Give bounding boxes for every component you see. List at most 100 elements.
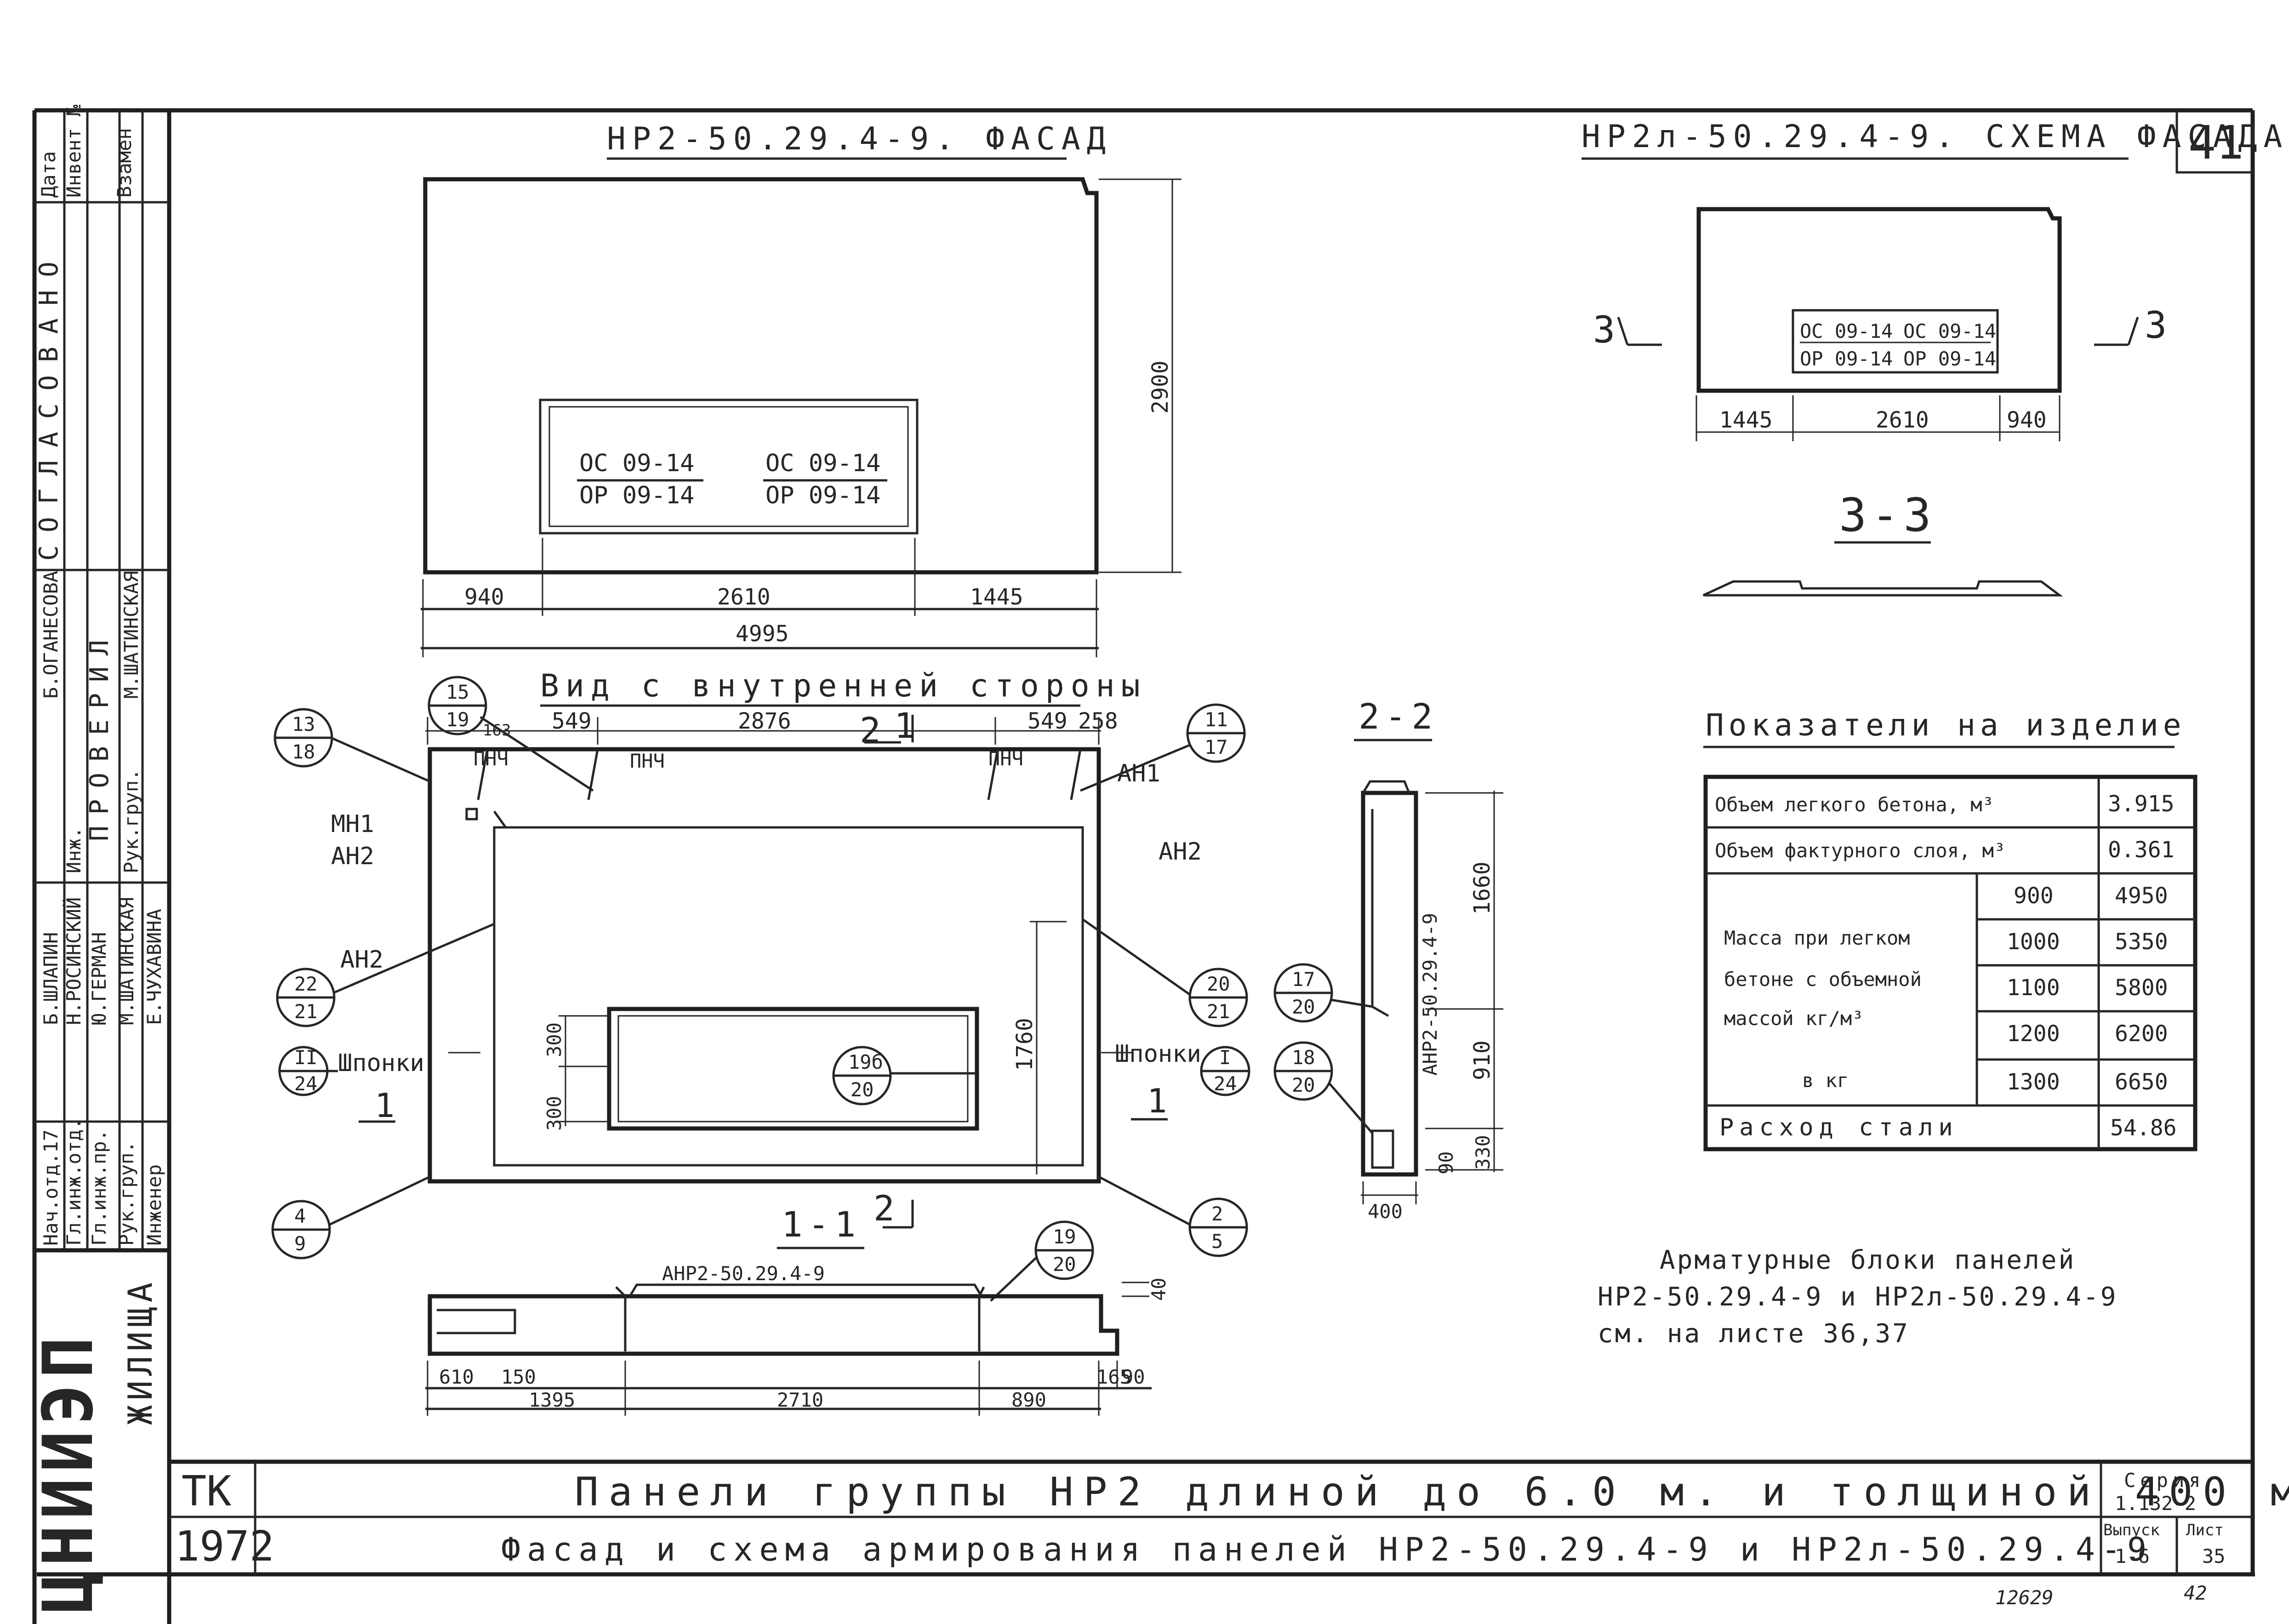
inner-view-title: Вид с внутренней стороны [540, 668, 1147, 704]
section-11-dim-lines [425, 1361, 1152, 1416]
page-number: 41 [2188, 116, 2243, 170]
scheme-dim-3: 940 [2007, 407, 2047, 433]
indicators-facing-value: 0.361 [2108, 837, 2175, 863]
callout-15-19 [428, 676, 594, 792]
section-11-block: АНР2-50.29.4-9 [662, 1262, 825, 1285]
indicators-mass-1: 4950 [2115, 883, 2168, 909]
callout-19b-20 [832, 1046, 977, 1105]
section-11-callout [990, 1220, 1094, 1302]
callout-2-5 [1098, 1175, 1248, 1257]
inner-dim-1: 549 [552, 708, 592, 734]
callout-2-5-bottom: 5 [1211, 1230, 1223, 1253]
callout-11-17-top: 11 [1204, 708, 1228, 731]
indicators-density-3: 1100 [2007, 975, 2060, 1001]
scheme-window-4: ОР 09-14 [1903, 348, 1996, 370]
strip-role-5: Инженер [143, 1164, 166, 1246]
indicators-density-4: 1200 [2007, 1021, 2060, 1047]
strip-agreed: СОГЛАСОВАНО [34, 249, 64, 561]
callout-22-21 [276, 923, 495, 1027]
indicators-mass-5: 6650 [2115, 1069, 2168, 1095]
section-11-dim-1395: 1395 [529, 1389, 575, 1411]
inner-dim-3: 549 [1027, 708, 1067, 734]
inner-label-an2-b: АН2 [1159, 838, 1202, 866]
callout-22-21-bottom: 21 [294, 1000, 318, 1023]
section-11-callout-bottom: 20 [1053, 1253, 1076, 1276]
section-22-block: АНР2-50.29.4-9 [1419, 913, 1441, 1076]
indicators-mass-label-4: в кг [1802, 1069, 1849, 1092]
inner-window-dim-1: 300 [543, 1022, 565, 1057]
section-11-title: 1-1 [782, 1204, 861, 1245]
indicators-density-1: 900 [2014, 883, 2054, 909]
callout-i-24-top: I [1219, 1046, 1231, 1069]
section-22-callout-a-bottom: 20 [1292, 996, 1315, 1018]
facade-dim-1: 940 [464, 584, 504, 610]
callout-19b-20-bottom: 20 [851, 1078, 874, 1101]
title-sheet-label: Лист [2186, 1521, 2224, 1539]
section-22-dim-330: 330 [1472, 1135, 1494, 1170]
inner-view-panel [425, 717, 1133, 1184]
title-block [169, 1459, 2253, 1574]
inner-cut-marks [359, 715, 1168, 1229]
scheme-title: НР2л-50.29.4-9. СХЕМА ФАСАДА [1581, 119, 2289, 155]
strip-name-1: Б.ШЛАПИН [40, 932, 62, 1025]
section-22-dim-1660: 1660 [1469, 861, 1495, 915]
indicators-mass-label-1: Масса при легком [1724, 927, 1910, 949]
inner-window-dim-2: 300 [543, 1096, 565, 1131]
callout-i-24 [1200, 1046, 1250, 1096]
inner-cut-bottom: 2 [873, 1188, 895, 1229]
org-name: ЖИЛИЩА [121, 1278, 160, 1425]
callout-22-21-top: 22 [294, 973, 318, 995]
title-series-label: Серия [2124, 1469, 2205, 1492]
strip-name-2: Н.РОСИНСКИЙ [62, 897, 85, 1025]
section-22-callout-b-bottom: 20 [1292, 1074, 1315, 1096]
section-22-width: 400 [1368, 1200, 1403, 1223]
inner-height-dim: 1760 [1012, 1018, 1038, 1071]
indicators-steel-value: 54.86 [2110, 1115, 2177, 1141]
section-11-dim-90: 90 [1122, 1366, 1145, 1388]
section-11-dim-right: 40 [1147, 1277, 1170, 1301]
strip-name-3: Ю.ГЕРМАН [88, 932, 110, 1025]
inner-label-shponki-right: Шпонки [1115, 1040, 1201, 1068]
facade-title: НР2-50.29.4-9. ФАСАД [607, 121, 1112, 157]
strip-name-4: М.ШАТИНСКАЯ [115, 897, 138, 1025]
scheme-window-1: ОС 09-14 [1800, 320, 1893, 342]
strip-header-inventory: Инвент № [63, 104, 85, 198]
facade-window-left-top: ОС 09-14 [579, 450, 694, 477]
callout-15-19-top: 15 [446, 681, 469, 703]
inner-label-pnch-2: ПНЧ [630, 750, 665, 772]
strip-checker-1: Б.ОГАНЕСОВА [40, 571, 62, 699]
section-22-callout-b [1273, 1041, 1373, 1134]
facade-total-dim: 4995 [736, 621, 789, 647]
section-22-dim-90: 90 [1435, 1151, 1457, 1174]
scheme-cut-left: 3 [1593, 308, 1615, 351]
strip-role-4: Рук.груп. [115, 1141, 138, 1246]
title-issue-label: Выпуск [2103, 1521, 2160, 1539]
inner-label-shponki-left: Шпонки [338, 1049, 424, 1077]
strip-role-2: Гл.инж.отд. [63, 1118, 85, 1246]
section-11-dim-2710: 2710 [777, 1389, 823, 1411]
note-line-3: см. на листе 36,37 [1598, 1319, 1910, 1349]
facade-dim-2: 2610 [717, 584, 771, 610]
section-11-dim-890: 890 [1011, 1389, 1046, 1411]
inner-label-an2-c: АН2 [340, 946, 383, 974]
callout-4-9-bottom: 9 [294, 1232, 306, 1255]
callout-19b-20-top: 19б [848, 1051, 883, 1073]
callout-4-9 [271, 1175, 431, 1259]
strip-role-1: Нач.отд.17 [40, 1129, 62, 1246]
strip-role-3: Гл.инж.пр. [88, 1129, 110, 1246]
inner-label-an1: АН1 [1117, 760, 1160, 787]
inner-dim-2: 2876 [738, 708, 791, 734]
scheme-dim-2: 2610 [1876, 407, 1929, 433]
inner-dim-small: 163 [483, 721, 511, 740]
strip-role-group-head: Рук.груп. [120, 769, 143, 873]
indicators-title: Показатели на изделие [1706, 707, 2186, 743]
indicators-mass-4: 6200 [2115, 1021, 2168, 1047]
section-22-title: 2-2 [1359, 696, 1438, 737]
scheme-panel [1617, 207, 2139, 597]
title-sheet-value: 35 [2202, 1545, 2226, 1567]
inner-label-mn1: МН1 [331, 810, 374, 838]
section-11-callout-top: 19 [1053, 1225, 1076, 1248]
callout-13-18 [274, 708, 431, 783]
sheet-number-handwritten: 42 [2184, 1582, 2207, 1604]
indicators-mass-label-2: бетоне с объемной [1724, 968, 1922, 991]
